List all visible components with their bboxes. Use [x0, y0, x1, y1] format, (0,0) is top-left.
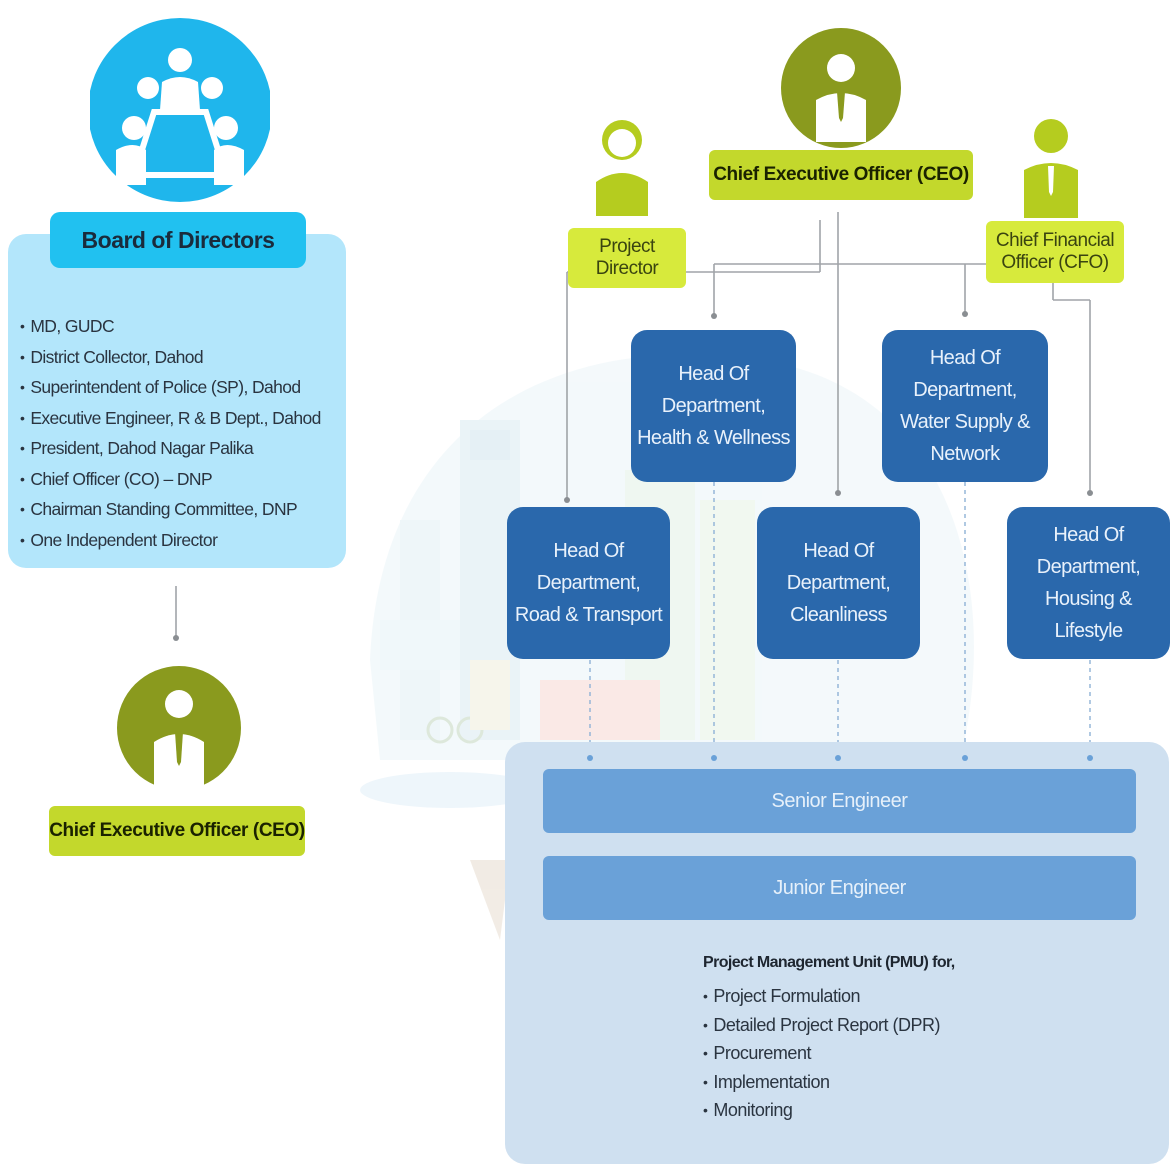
- pmu-item: Detailed Project Report (DPR): [703, 1012, 940, 1041]
- board-member: President, Dahod Nagar Palika: [20, 434, 321, 465]
- hod-line: Head Of: [1053, 524, 1124, 546]
- hod-line: Department,: [913, 379, 1017, 401]
- ceo-top-circle: [781, 28, 901, 148]
- ceo-left-label: Chief Executive Officer (CEO): [49, 806, 305, 856]
- hod-line: Department,: [1036, 556, 1141, 578]
- pmu-item: Procurement: [703, 1040, 940, 1069]
- pmu-item-list: Project Formulation Detailed Project Rep…: [703, 983, 940, 1126]
- board-member: Superintendent of Police (SP), Dahod: [20, 373, 321, 404]
- hod-line: Head Of: [929, 347, 1001, 369]
- dashed-connectors: [589, 482, 1091, 756]
- project-director-icon: [596, 120, 648, 216]
- board-title: Board of Directors: [50, 212, 306, 268]
- hod-line: Lifestyle: [1054, 620, 1124, 642]
- board-member: MD, GUDC: [20, 312, 321, 343]
- hod-road-transport: Head Of Department, Road & Transport: [507, 507, 670, 659]
- hod-housing-lifestyle: Head Of Department, Housing & Lifestyle: [1007, 507, 1170, 659]
- project-director-line2: Director: [595, 258, 659, 279]
- ceo-left-circle: [117, 666, 241, 790]
- cfo-line2: Officer (CFO): [1001, 252, 1109, 273]
- meeting-icon: [116, 48, 244, 185]
- hod-line: Network: [930, 443, 1000, 465]
- pmu-item: Monitoring: [703, 1097, 940, 1126]
- board-member: One Independent Director: [20, 526, 321, 557]
- senior-engineer-bar: Senior Engineer: [543, 769, 1136, 833]
- hod-line: Cleanliness: [790, 604, 887, 626]
- hod-line: Head Of: [553, 540, 624, 562]
- board-circle: [90, 18, 270, 202]
- hod-health-wellness: Head Of Department, Health & Wellness: [631, 330, 796, 482]
- board-member: Executive Engineer, R & B Dept., Dahod: [20, 404, 321, 435]
- hod-line: Department,: [786, 572, 891, 594]
- junior-engineer-bar: Junior Engineer: [543, 856, 1136, 920]
- hod-line: Department,: [661, 395, 766, 417]
- hod-line: Road & Transport: [514, 604, 663, 626]
- ceo-top-label: Chief Executive Officer (CEO): [709, 150, 973, 200]
- person-icon: [154, 690, 204, 790]
- project-director-label: Project Director: [568, 228, 686, 288]
- pmu-title: Project Management Unit (PMU) for,: [703, 954, 955, 971]
- cfo-line1: Chief Financial: [995, 230, 1115, 251]
- board-member: Chairman Standing Committee, DNP: [20, 495, 321, 526]
- cfo-label: Chief Financial Officer (CFO): [986, 221, 1124, 283]
- connector-dots: [173, 311, 1093, 641]
- pmu-entry-dots: [587, 755, 1093, 761]
- hod-line: Health & Wellness: [637, 427, 790, 449]
- hod-water-supply: Head Of Department, Water Supply & Netwo…: [882, 330, 1048, 482]
- hod-line: Head Of: [803, 540, 874, 562]
- hod-line: Water Supply &: [900, 411, 1030, 433]
- hod-line: Head Of: [678, 363, 749, 385]
- pmu-item: Implementation: [703, 1069, 940, 1098]
- pmu-item: Project Formulation: [703, 983, 940, 1012]
- hod-line: Housing &: [1045, 588, 1132, 610]
- hod-cleanliness: Head Of Department, Cleanliness: [757, 507, 920, 659]
- board-member: Chief Officer (CO) – DNP: [20, 465, 321, 496]
- board-member: District Collector, Dahod: [20, 343, 321, 374]
- cfo-icon: [1024, 119, 1078, 218]
- board-member-list: MD, GUDC District Collector, Dahod Super…: [20, 312, 321, 556]
- project-director-line1: Project: [599, 236, 655, 257]
- person-icon: [816, 54, 866, 142]
- hod-line: Department,: [536, 572, 641, 594]
